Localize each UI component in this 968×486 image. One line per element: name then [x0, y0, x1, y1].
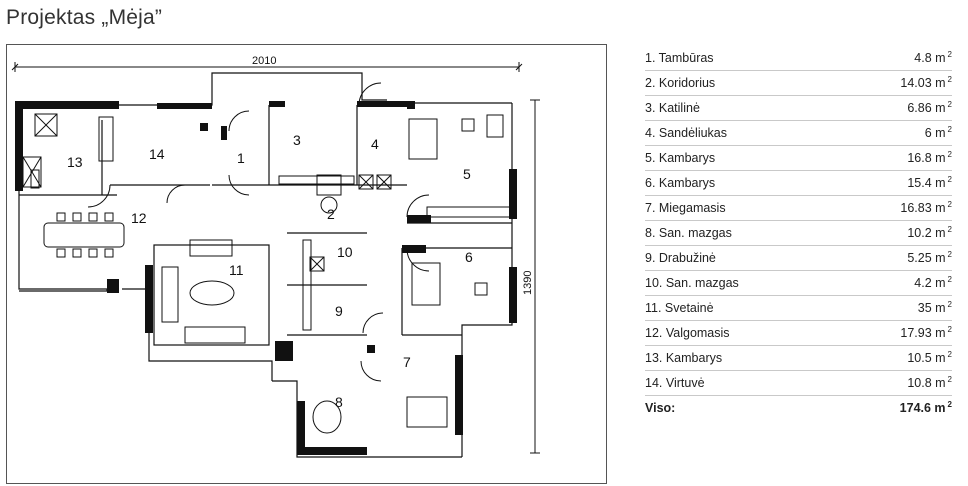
room-name: 11. Svetainė: [645, 301, 714, 315]
room-label-13: 13: [67, 154, 83, 170]
room-label-3: 3: [293, 132, 301, 148]
room-label-1: 1: [237, 150, 245, 166]
room-name: 13. Kambarys: [645, 351, 723, 365]
height-dimension-label: 1390: [522, 271, 534, 295]
room-label-14: 14: [149, 146, 165, 162]
thick-walls: [15, 101, 517, 455]
room-label-9: 9: [335, 303, 343, 319]
room-name: 5. Kambarys: [645, 151, 716, 165]
page-title: Projektas „Mėja”: [6, 6, 163, 29]
width-dimension-label: 2010: [252, 55, 276, 67]
room-label-10: 10: [337, 244, 353, 260]
room-name: 9. Drabužinė: [645, 251, 716, 265]
room-name: 8. San. mazgas: [645, 226, 732, 240]
room-name: 10. San. mazgas: [645, 276, 739, 290]
total-label: Viso:: [645, 401, 676, 415]
room-name: 6. Kambarys: [645, 176, 716, 190]
door-swings: [87, 82, 430, 382]
room-label-7: 7: [403, 354, 411, 370]
room-name: 1. Tambūras: [645, 51, 714, 65]
floor-plan: 2010 1390: [6, 44, 607, 484]
floor-plan-drawing: 2010 1390: [11, 55, 540, 458]
room-name: 3. Katilinė: [645, 101, 700, 115]
room-label-12: 12: [131, 210, 147, 226]
room-label-8: 8: [335, 394, 343, 410]
room-label-11: 11: [229, 262, 244, 278]
thin-walls: [18, 72, 513, 458]
furniture: [22, 113, 513, 434]
room-name: 2. Koridorius: [645, 76, 716, 90]
room-label-6: 6: [465, 249, 473, 265]
room-label-4: 4: [371, 136, 379, 152]
room-name: 7. Miegamasis: [645, 201, 726, 215]
height-dimension: [530, 99, 540, 454]
room-label-2: 2: [327, 206, 335, 222]
room-label-5: 5: [463, 166, 471, 182]
room-name: 12. Valgomasis: [645, 326, 730, 340]
room-name: 14. Virtuvė: [645, 376, 705, 390]
room-name: 4. Sandėliukas: [645, 126, 728, 140]
width-dimension: [11, 62, 523, 72]
